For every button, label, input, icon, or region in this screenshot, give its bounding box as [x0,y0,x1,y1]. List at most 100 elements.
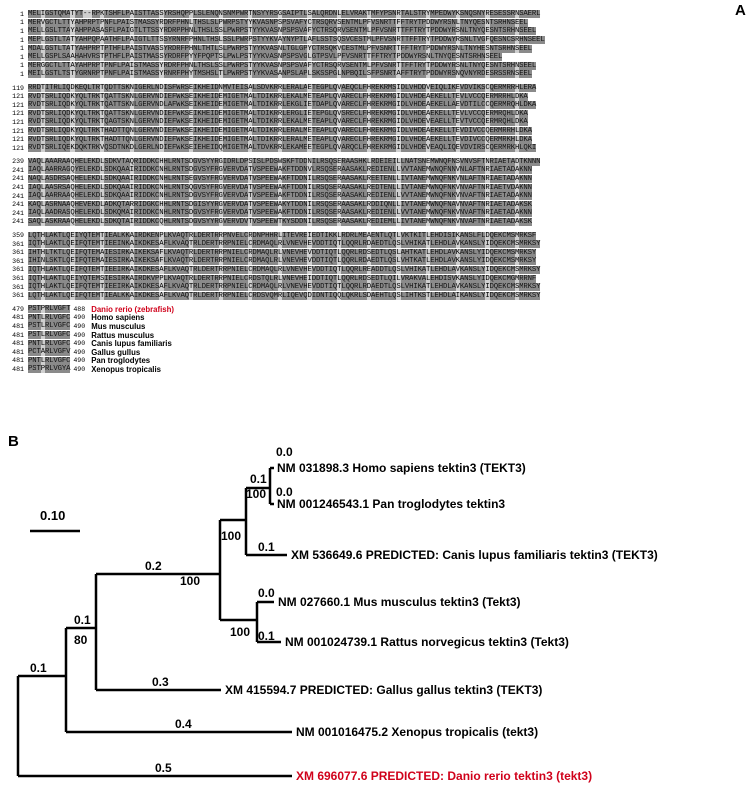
taxon-frog: NM 001016475.2 Xenopus tropicalis (tekt3… [296,725,538,739]
species-label: Mus musculus [91,321,146,331]
residue-start-number: 1 [20,19,24,27]
sequence-text: IAQLAASRSAQHELEKDLSDKQAAIRIDDKCNHLRNTSQG… [28,183,532,192]
sequence-text: MERGGCTLTTAYAHPRPTPNFLPAISTMASSYRDRFPHNL… [28,61,537,70]
alignment-row: 1 MERVGCTLTTYAHPRPTPNFLPAISTMASSYRDRFPHNL… [10,18,745,28]
residue-start-number: 121 [12,127,24,135]
residue-start-number: 241 [12,192,24,200]
sequence-text: SAQLASKRAAQHELEKDLSDKQTAIRIDDKCQHLRNTSDG… [28,217,532,226]
sequence-text: MERVGCTLTTYAHPRPTPNFLPAISTMASSYRDRFPHNLT… [28,18,528,27]
residue-start-number: 241 [12,184,24,192]
sequence-text: IQTHLAKTLQEIYQTEMSIESIRKAIRDKVPPLKVAQTRL… [28,274,537,283]
alignment-row: 241 IAQLAARRAGQYELEKDLSDKQAAIRIDDKCNHLRNT… [10,166,745,175]
sequence-text: RVDTSRLIQDKYQLTRKTQATTSKNLGERVNDLAFWKSEI… [28,101,537,110]
scale-bar-label: 0.10 [40,508,65,523]
alignment-row: 241 IAQLAASRSAQHELEKDLSDKQAAIRIDDKCNHLRNT… [10,183,745,192]
residue-start-number: 361 [12,266,24,274]
species-label: Rattus musculus [91,330,155,340]
alignment-block: 359 LQTHLAKTLQEIYQTEMTIEALKKAIRDKENPLKVAQ… [10,231,745,300]
bl-chimp: 0.0 [276,485,293,499]
residue-start-number: 121 [12,101,24,109]
residue-start-number: 361 [12,240,24,248]
sequence-text: IAQLAARRAGQYELEKDLSDKQAAIRIDDKCNHLRNTSDG… [28,166,532,175]
bl-frog: 0.4 [175,717,192,731]
sequence-text: IQTHLAKTLQEIFQTEMTIEEINKAIKDKESAFLKVAQTR… [28,240,541,249]
sequence-text: MELLGSLTTAYAHPPASASFLPAIGTLTTSSYRDRPPHNL… [28,27,537,36]
phylogenetic-tree: 0.10 0.0 0.0 0.1 0.1 [16,445,658,783]
residue-start-number: 239 [12,158,24,166]
alignment-row: 241 IAQLAADRASQHELEKDLSDKQMAIRIDDKCNHLRNT… [10,209,745,218]
panel-label-b: B [8,433,19,450]
residue-start-number: 241 [12,201,24,209]
residue-start-number: 481 [12,314,24,322]
residue-start-number: 1 [20,62,24,70]
sequence-text: LQTHLAKTLQEIFQTEMTIEALKKAIKDKESAFLKVAQTR… [28,291,541,300]
species-label: Danio rerio (zebrafish) [91,304,174,314]
residue-start-number: 121 [12,93,24,101]
sequence-text: RRDTITRLIQDKEQLTRTQDTTSKNIGERLNDISFWRSEI… [28,84,537,93]
alignment-row: 121 RVDTSRLIQDKYQLTRKTQATTSKNLGERVNDIEFWK… [10,92,745,101]
species-label: Canis lupus familiaris [91,339,172,349]
bl-dog: 0.1 [258,540,275,554]
residue-start-number: 481 [12,348,24,356]
residue-start-number: 241 [12,209,24,217]
residue-start-number: 481 [12,365,24,373]
sequence-text: PNTLRLVGFC [28,356,71,365]
residue-start-number: 481 [12,322,24,330]
residue-start-number: 361 [12,275,24,283]
residue-start-number: 241 [12,166,24,174]
residue-end-number: 490 [73,348,86,356]
sequence-text: PSTPRLVGYA [28,365,71,374]
alignment-row: 361 IQTHLAKTLQEIYQTEMSIESIRKAIRDKVPPLKVAQ… [10,274,745,283]
taxon-chicken: XM 415594.7 PREDICTED: Gallus gallus tek… [225,683,542,697]
species-label: Xenopus tropicalis [91,364,161,374]
bl-mammals: 0.2 [145,559,162,573]
residue-end-number: 490 [73,331,86,339]
species-label: Homo sapiens [91,313,145,323]
sequence-text: MELLGSPLSAAHAHVRSTPTHFLPAISTMASSYRDRFPYY… [28,53,503,62]
bs-amniotes: 80 [74,633,88,647]
residue-start-number: 481 [12,331,24,339]
bl-mouse: 0.0 [258,586,275,600]
sequence-text: PNTLRLVGFC [28,339,71,348]
residue-start-number: 1 [20,27,24,35]
sequence-text: RVDTSRLIQDKYQLTRKTQAGTSKNLGERVNDIEFWKSEI… [28,118,528,127]
sequence-text: KAQLASRNAAQHEVEKDLADKQTARRIDGKCHHLRNTSDG… [28,200,532,209]
residue-end-number: 490 [73,357,86,365]
sequence-text: LQTHLAKTLQEIYQTEMTIEALKKAIRDKENPLKVAQTRL… [28,231,537,240]
bl-rat: 0.1 [258,629,275,643]
bs-primates-dog: 100 [221,529,241,543]
sequence-text: MDALGSTLTATYAHPRPTPTHFLPAISTVASSYRDRFPHN… [28,44,532,53]
residue-start-number: 121 [12,110,24,118]
bl-human: 0.0 [276,445,293,459]
sequence-text: RVDTSRLIQDKYQLTRKTQATTSKNLGERVNDIEFWKSEI… [28,92,528,101]
taxon-chimp: NM 001246543.1 Pan troglodytes tektin3 [277,497,505,511]
residue-start-number: 121 [12,118,24,126]
residue-start-number: 241 [12,218,24,226]
taxon-dog: XM 536649.6 PREDICTED: Canis lupus famil… [291,548,658,562]
residue-start-number: 359 [12,232,24,240]
sequence-text: IQTHLAKTLQEIFQTEMTIEEIRKAIKDKESAFLKVAQTR… [28,265,541,274]
bl-root-tetrapods: 0.1 [30,661,47,675]
bl-human-chimp: 0.1 [250,472,267,486]
residue-start-number: 1 [20,10,24,18]
sequence-text: IAQLAADRASQHELEKDLSDKQMAIRIDDKCNHLRNTSDG… [28,209,532,218]
sequence-text: RVDTSRLIQEKDQKTRKVQSDTNKDLGERLNDIEFWKSEI… [28,144,537,153]
alignment-row: 361 IQTHLAKTLQEIFQTEMTIEEIRKAIKDKESAFLKVA… [10,265,745,275]
residue-start-number: 361 [12,292,24,300]
sequence-text: PNTLRLVGFC [28,313,71,322]
alignment-row: 121 RVDTSRLIQDKYQLTRKTQAGTSKNLGERVNDIEFWK… [10,118,745,127]
